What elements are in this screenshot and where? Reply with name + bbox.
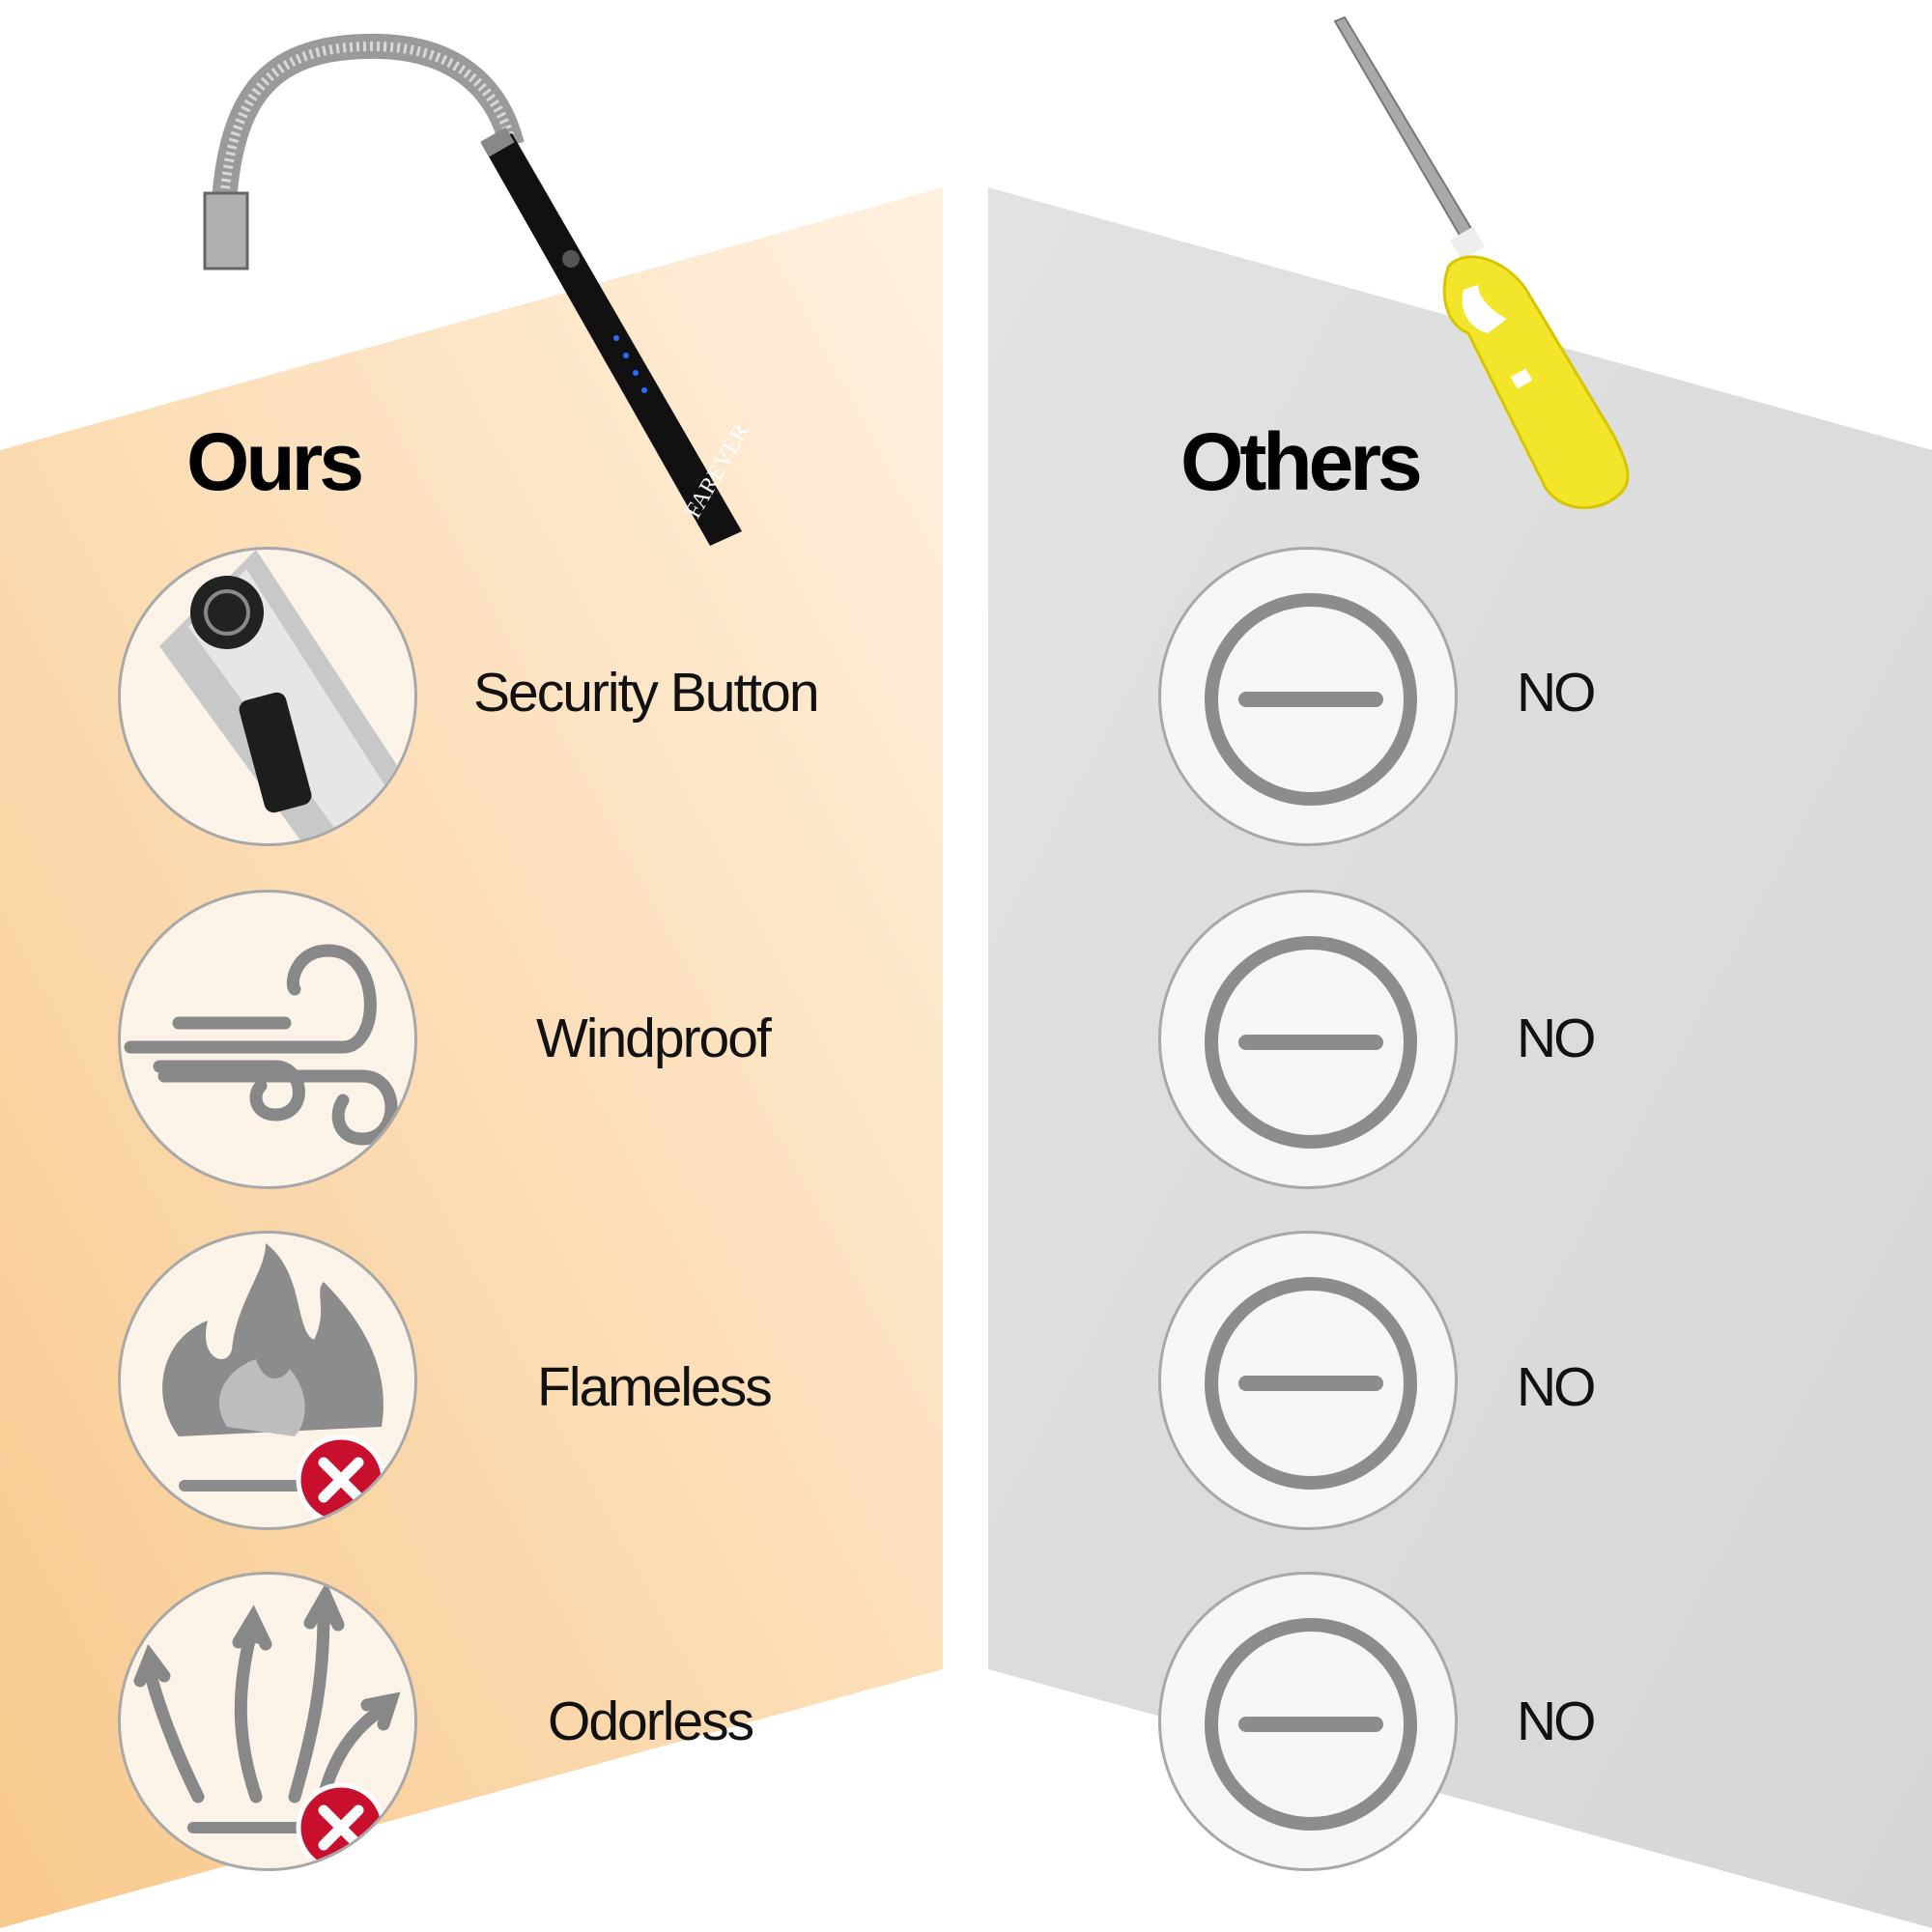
minus-circle-icon — [1158, 547, 1458, 846]
wind-icon — [118, 890, 417, 1189]
ours-heading: Ours — [186, 416, 364, 507]
feature-label: Security Button — [473, 662, 820, 724]
minus-circle-icon — [1158, 890, 1458, 1189]
odor-crossed-icon — [118, 1572, 417, 1871]
feature-label: Odorless — [548, 1690, 754, 1752]
minus-circle-icon — [1158, 1231, 1458, 1530]
no-label: NO — [1517, 1356, 1596, 1418]
no-label: NO — [1517, 1690, 1596, 1752]
minus-circle-icon — [1158, 1572, 1458, 1871]
security-button-icon — [118, 547, 417, 846]
feature-label: Windproof — [536, 1008, 772, 1069]
feature-label: Flameless — [537, 1356, 773, 1418]
others-lighter-image — [1333, 15, 1630, 510]
flame-crossed-icon — [118, 1231, 417, 1530]
no-label: NO — [1517, 1008, 1596, 1069]
others-heading: Others — [1180, 416, 1423, 507]
others-panel — [988, 187, 1932, 1928]
no-label: NO — [1517, 662, 1596, 724]
